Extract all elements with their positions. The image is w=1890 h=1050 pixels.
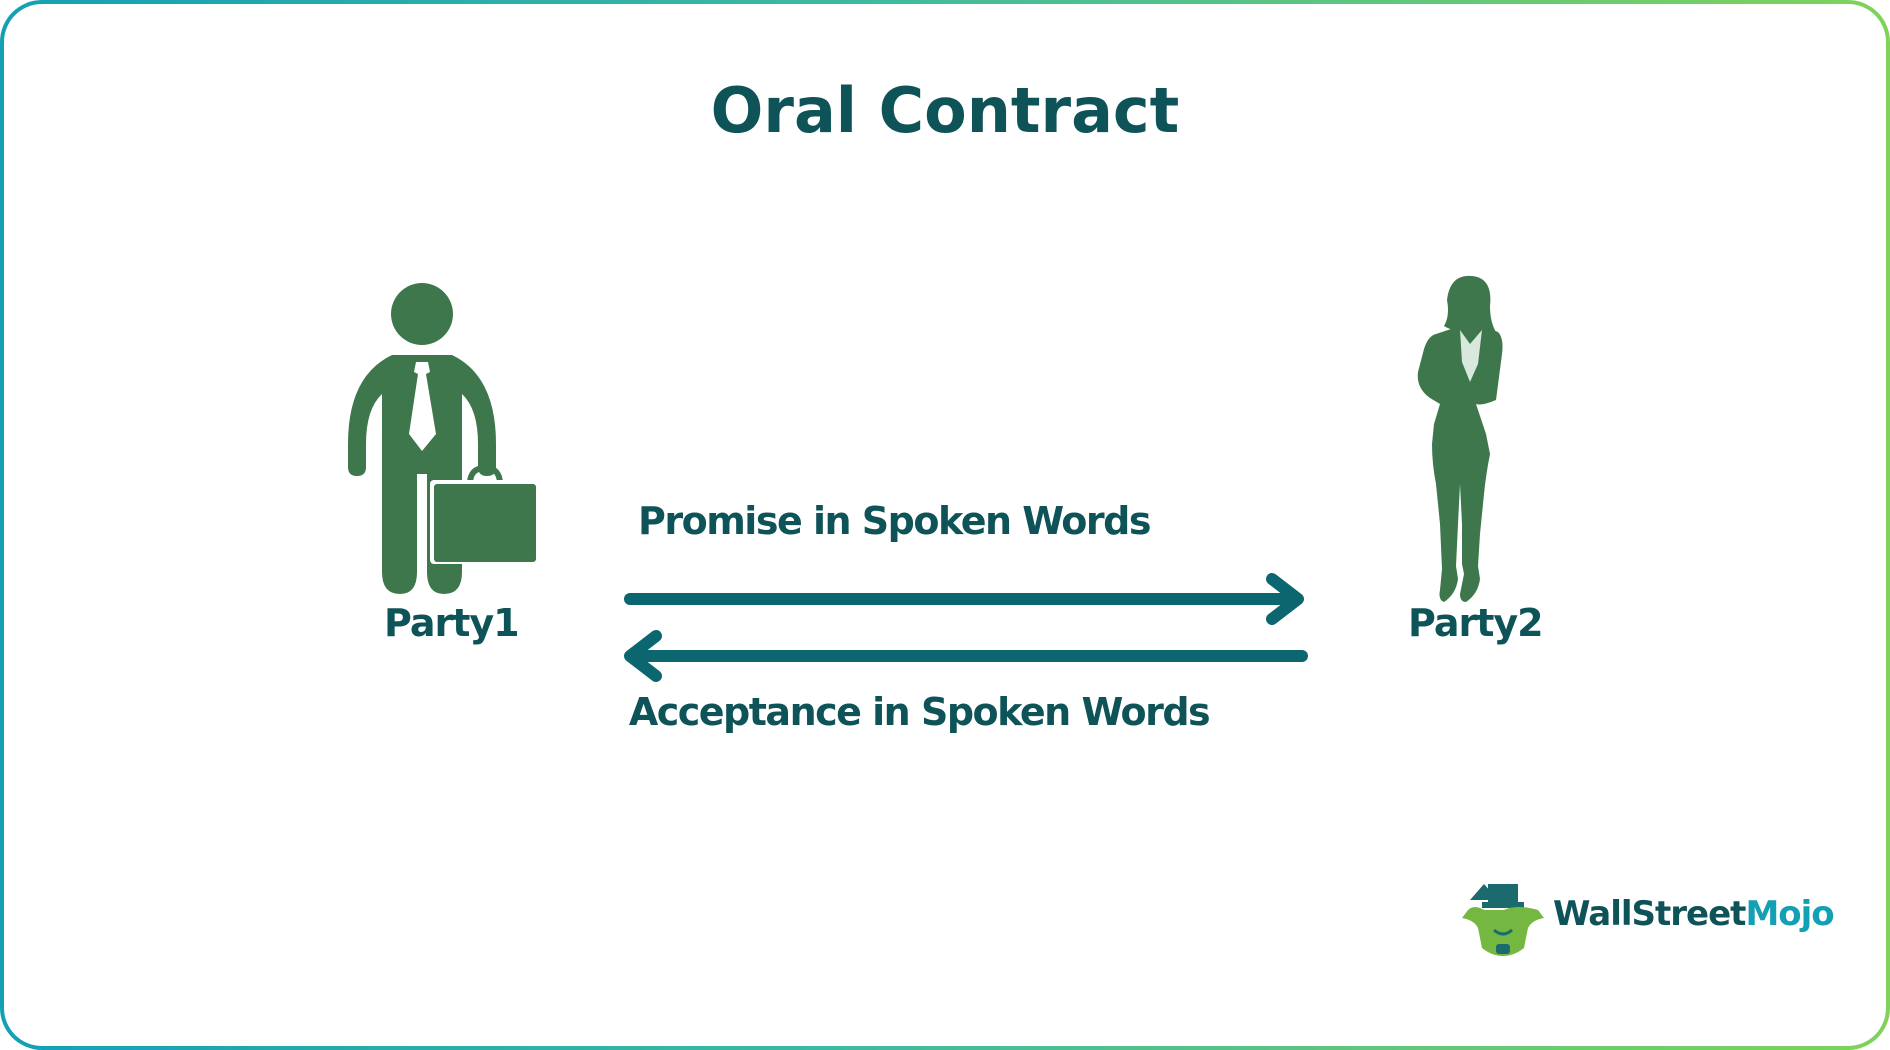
party2-label: Party2 xyxy=(1408,601,1544,645)
logo-wordmark-part1: WallStreet xyxy=(1553,894,1746,934)
wallstreetmojo-logo-icon xyxy=(1462,884,1544,956)
acceptance-label: Acceptance in Spoken Words xyxy=(628,690,1211,734)
canvas: Oral Contract xyxy=(4,4,1886,1046)
businessman-icon xyxy=(348,283,538,594)
page-title: Oral Contract xyxy=(710,74,1180,147)
logo-wordmark-part2: Mojo xyxy=(1745,894,1834,934)
promise-arrow xyxy=(624,573,1304,625)
party1-label: Party1 xyxy=(384,601,520,645)
promise-label: Promise in Spoken Words xyxy=(638,499,1151,543)
diagram-graphics xyxy=(348,275,1544,956)
acceptance-arrow xyxy=(624,630,1308,682)
logo-wordmark: WallStreetMojo xyxy=(1553,894,1835,934)
businesswoman-icon xyxy=(1417,275,1503,602)
